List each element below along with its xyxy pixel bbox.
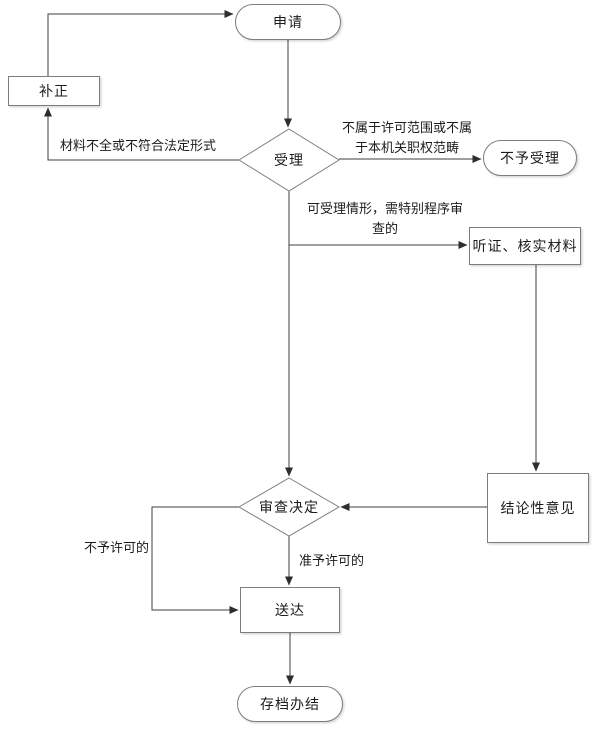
accept-diamond bbox=[238, 128, 340, 192]
edge-decision-to-delivery-not-permitted bbox=[151, 506, 239, 614]
edge-correction-to-apply bbox=[47, 10, 234, 76]
node-hearing-label: 听证、核实材料 bbox=[472, 239, 578, 255]
node-reject: 不予受理 bbox=[483, 140, 577, 176]
edge-label-permitted: 准予许可的 bbox=[299, 554, 365, 569]
node-delivery-label: 送达 bbox=[275, 603, 305, 619]
node-decision-label: 审查决定 bbox=[259, 500, 319, 516]
node-reject-label: 不予受理 bbox=[500, 151, 560, 167]
edge-label-incomplete-materials: 材料不全或不符合法定形式 bbox=[60, 139, 217, 154]
decision-diamond bbox=[238, 477, 340, 537]
node-conclusion-label: 结论性意见 bbox=[500, 501, 576, 517]
node-delivery: 送达 bbox=[240, 587, 340, 633]
edge-label-special-procedure: 可受理情形，需特别程序审查的 bbox=[306, 202, 463, 238]
node-apply-label: 申请 bbox=[273, 15, 303, 31]
node-conclusion: 结论性意见 bbox=[487, 473, 589, 543]
edge-label-not-permitted: 不予许可的 bbox=[84, 541, 150, 556]
node-archive-label: 存档办结 bbox=[260, 697, 320, 713]
edge-accept-to-correction bbox=[44, 107, 239, 161]
node-correction-label: 补正 bbox=[39, 84, 69, 100]
node-accept-label: 受理 bbox=[274, 153, 304, 169]
edge-label-out-of-scope: 不属于许可范围或不属于本机关职权范畴 bbox=[341, 121, 472, 157]
node-apply: 申请 bbox=[235, 4, 341, 40]
node-correction: 补正 bbox=[8, 76, 100, 106]
node-archive: 存档办结 bbox=[237, 686, 343, 722]
node-hearing: 听证、核实材料 bbox=[469, 227, 581, 265]
